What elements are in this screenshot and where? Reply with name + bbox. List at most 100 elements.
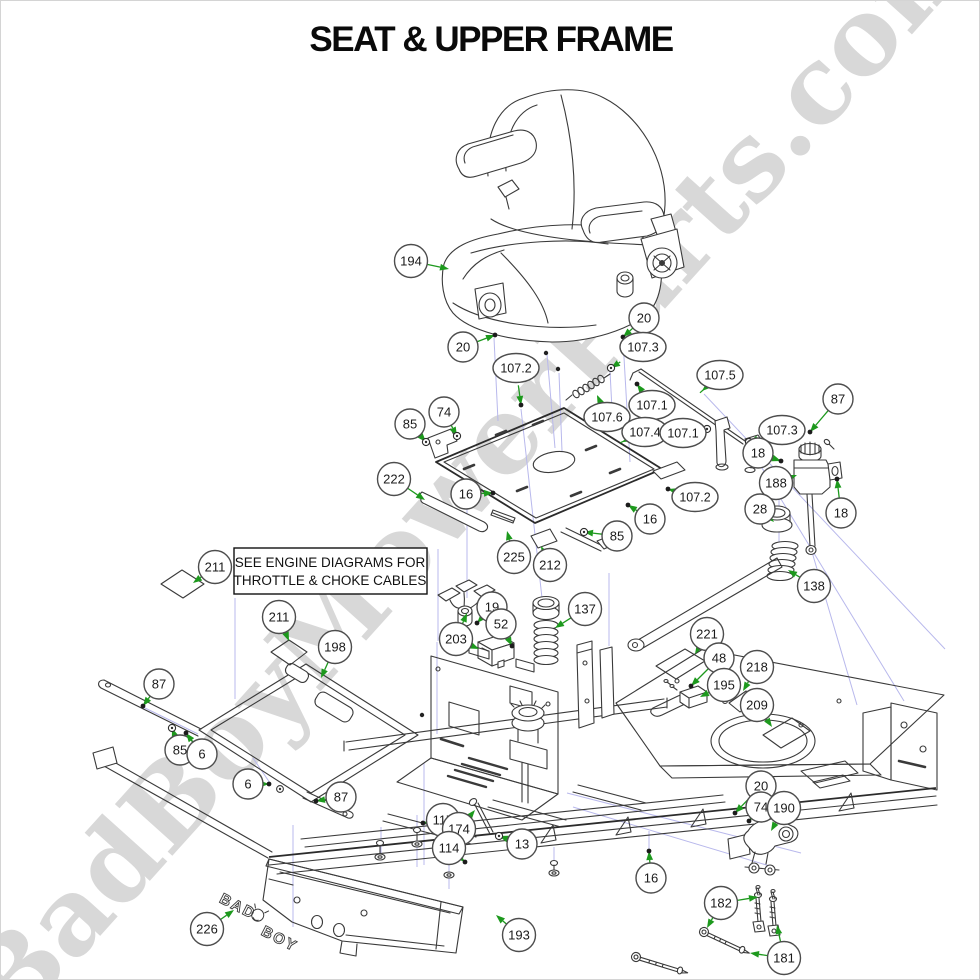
page-title: SEAT & UPPER FRAME xyxy=(309,20,672,59)
electrical-parts xyxy=(437,579,560,669)
svg-text:107.5: 107.5 xyxy=(704,368,735,382)
seat-plate-assembly xyxy=(419,368,765,552)
key-parts xyxy=(630,884,781,975)
svg-text:87: 87 xyxy=(152,676,166,691)
callout-74: 74 xyxy=(428,396,462,441)
svg-text:18: 18 xyxy=(834,505,848,520)
svg-text:28: 28 xyxy=(753,501,767,516)
callout-13: 13 xyxy=(494,828,538,860)
svg-text:188: 188 xyxy=(765,475,787,490)
svg-text:221: 221 xyxy=(696,626,718,641)
svg-text:87: 87 xyxy=(334,789,348,804)
svg-text:6: 6 xyxy=(198,746,205,761)
svg-text:87: 87 xyxy=(831,391,845,406)
svg-text:114: 114 xyxy=(439,840,460,855)
callout-107.2: 107.2 xyxy=(665,481,719,513)
svg-text:218: 218 xyxy=(746,659,768,674)
svg-text:16: 16 xyxy=(644,870,658,885)
svg-text:195: 195 xyxy=(713,677,735,692)
callout-107.5: 107.5 xyxy=(696,359,744,394)
callout-107.6: 107.6 xyxy=(583,395,631,433)
callout-193: 193 xyxy=(496,915,537,953)
callout-190: 190 xyxy=(766,790,802,831)
svg-text:13: 13 xyxy=(515,836,529,851)
callout-209: 209 xyxy=(739,687,775,727)
frame-weldment: BAD BOY xyxy=(92,640,945,975)
callout-16: 16 xyxy=(450,478,496,510)
note-box: SEE ENGINE DIAGRAMS FOR THROTTLE & CHOKE… xyxy=(233,547,428,595)
callout-194: 194 xyxy=(393,243,449,279)
svg-text:225: 225 xyxy=(503,549,525,564)
svg-text:107.1: 107.1 xyxy=(667,426,698,440)
callout-107.3: 107.3 xyxy=(606,331,667,373)
callout-16: 16 xyxy=(635,848,667,894)
callout-20: 20 xyxy=(447,331,498,363)
callout-87: 87 xyxy=(313,781,357,813)
callout-195: 195 xyxy=(700,667,742,703)
alignment-guides xyxy=(142,337,946,927)
callout-85: 85 xyxy=(394,408,431,447)
svg-text:20: 20 xyxy=(456,339,470,354)
callout-28: 28 xyxy=(744,493,776,525)
svg-text:107.2: 107.2 xyxy=(500,361,531,375)
callout-6: 6 xyxy=(183,730,218,770)
svg-text:198: 198 xyxy=(324,639,346,654)
callout-198: 198 xyxy=(317,629,353,678)
logo-text-boy: BOY xyxy=(258,923,300,956)
svg-text:107.3: 107.3 xyxy=(766,423,797,437)
callouts-layer: 194 20 20 107.3 107.2 107.5 107.1 107.6 74 85 87 10… xyxy=(140,243,857,976)
callout-85: 85 xyxy=(579,520,633,552)
svg-text:16: 16 xyxy=(643,511,657,526)
dog-head-icon xyxy=(251,903,270,922)
svg-text:107.4: 107.4 xyxy=(629,425,660,439)
floor-mat-assembly xyxy=(98,662,419,819)
seat-drawing xyxy=(441,89,685,372)
svg-text:85: 85 xyxy=(173,742,187,757)
callout-221: 221 xyxy=(689,616,725,654)
callout-137: 137 xyxy=(555,591,603,628)
callout-181: 181 xyxy=(750,925,802,976)
callout-20: 20 xyxy=(620,302,660,340)
svg-text:194: 194 xyxy=(400,253,422,268)
callout-16: 16 xyxy=(625,502,666,535)
shim-plates xyxy=(160,569,308,666)
callout-114: 114 xyxy=(431,830,468,866)
callout-218: 218 xyxy=(739,649,775,691)
note-line-1: SEE ENGINE DIAGRAMS FOR xyxy=(235,555,426,570)
callout-211: 211 xyxy=(193,549,233,585)
callout-138: 138 xyxy=(788,568,832,604)
svg-text:211: 211 xyxy=(269,609,290,624)
callout-225: 225 xyxy=(496,531,532,575)
svg-text:85: 85 xyxy=(403,416,417,431)
callout-212: 212 xyxy=(532,546,568,583)
svg-text:190: 190 xyxy=(773,800,795,815)
callout-87: 87 xyxy=(140,668,175,709)
callout-18: 18 xyxy=(742,437,784,469)
svg-text:181: 181 xyxy=(773,950,795,965)
callout-48: 48 xyxy=(688,642,735,689)
svg-text:85: 85 xyxy=(610,528,624,543)
svg-text:52: 52 xyxy=(494,616,508,631)
callout-87: 87 xyxy=(807,383,854,435)
svg-text:20: 20 xyxy=(637,310,651,325)
svg-text:203: 203 xyxy=(445,631,467,646)
svg-text:16: 16 xyxy=(459,486,473,501)
svg-text:6: 6 xyxy=(244,776,251,791)
callout-188: 188 xyxy=(758,465,797,501)
svg-text:107.1: 107.1 xyxy=(636,398,667,412)
svg-text:107.6: 107.6 xyxy=(591,410,622,424)
callout-6: 6 xyxy=(232,768,272,800)
svg-text:20: 20 xyxy=(754,778,768,793)
shock-spring-assembly xyxy=(627,438,843,652)
svg-text:107.3: 107.3 xyxy=(627,340,658,354)
svg-text:182: 182 xyxy=(710,895,732,910)
callout-18: 18 xyxy=(825,476,857,529)
callout-226: 226 xyxy=(189,910,234,947)
callout-52: 52 xyxy=(485,608,517,649)
callout-107.4: 107.4 xyxy=(620,416,669,448)
svg-text:74: 74 xyxy=(437,404,451,419)
svg-text:18: 18 xyxy=(751,445,765,460)
svg-text:222: 222 xyxy=(383,471,405,486)
svg-text:107.2: 107.2 xyxy=(679,490,710,504)
